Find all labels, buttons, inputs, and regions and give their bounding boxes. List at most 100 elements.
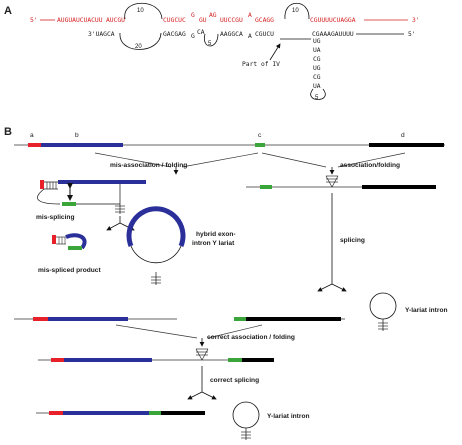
hairpin-pair-2: UA: [313, 47, 321, 54]
hairpin-pair-5: CG: [313, 74, 321, 81]
correct-split-right: [201, 391, 217, 400]
splicing-label: splicing: [340, 237, 365, 244]
loop-10-right-label: 10: [292, 8, 299, 14]
segment-d-label: d: [401, 132, 405, 139]
product-ladder: [56, 236, 66, 245]
final-exon-b: [63, 411, 149, 415]
mis-branch-hairpin: [115, 205, 125, 213]
correct-splicing-label: correct splicing: [210, 377, 259, 384]
splicing-left: [317, 283, 333, 292]
product-exon-a: [52, 235, 56, 244]
y-lariat-2-label: Y-lariat intron: [267, 413, 310, 420]
splicing-right: [331, 283, 347, 292]
exon-b: [41, 143, 123, 147]
mis-intron-loop: [37, 188, 61, 205]
row2-intron-c: [234, 317, 246, 321]
correct-converge-1: [115, 324, 198, 339]
bottom-5prime: 5': [408, 31, 416, 38]
loop-20-label: 20: [135, 44, 142, 50]
top-seq-s9: GCAGG: [255, 17, 274, 24]
loop-10-right: [284, 3, 310, 20]
row3-branch-hairpin: [195, 348, 209, 361]
hybrid-lariat-intron: [130, 245, 182, 264]
hairpin-stem: UG UA CG UG CG UA: [313, 38, 321, 90]
final-intron-c: [149, 411, 161, 415]
hybrid-lariat-exon: [126, 206, 186, 247]
product-exon-b: [65, 233, 87, 250]
loop-5-small: [204, 33, 219, 47]
bottom-seq-b7: CGAAAGAUUUU: [312, 31, 354, 38]
top-5prime: 5': [30, 17, 38, 24]
bottom-seq-b1: GACGAG: [163, 31, 186, 38]
part-iv-label: Part of IV: [242, 61, 280, 68]
mis-exon-a: [40, 180, 44, 189]
hybrid-hairpin: [151, 276, 161, 284]
hybrid-label-2: intron Y lariat: [192, 240, 235, 247]
segment-c-label: c: [258, 132, 262, 139]
row3-intron-c: [228, 358, 242, 362]
final-exon-d: [161, 411, 205, 415]
top-seq-s2: AUCGU: [106, 17, 125, 24]
y-lariat-1-circle: [369, 292, 397, 320]
loop-10-left-label: 10: [137, 8, 144, 14]
mis-splicing-label: mis-splicing: [36, 214, 74, 221]
panel-b-label: B: [4, 126, 12, 138]
converge-right-2: [337, 152, 406, 168]
exon-d: [369, 143, 444, 147]
y-lariat-2-hairpin: [241, 431, 251, 439]
assoc-exon-d: [362, 185, 436, 189]
hybrid-label-1: hybrid exon-: [196, 231, 236, 238]
top-3prime: 3': [412, 17, 420, 24]
panel-a-label: A: [4, 5, 12, 17]
bottom-seq-b3: CA: [197, 29, 205, 36]
mis-intron-c: [62, 202, 76, 206]
bottom-seq-b5: A: [248, 33, 252, 40]
top-seq-s5: GU: [199, 17, 207, 24]
row3-exon-a: [51, 358, 64, 362]
correct-split-left: [187, 391, 203, 400]
correct-assoc-label: correct association / folding: [207, 334, 295, 341]
row2-exon-d: [246, 317, 341, 321]
top-seq-s8: A: [248, 12, 252, 19]
top-seq-s7: UUCCGU: [220, 17, 243, 24]
loop-20: [119, 32, 162, 50]
bottom-3prime: 3'UAGCA: [88, 31, 115, 38]
hairpin-pair-4: UG: [313, 65, 321, 72]
segment-b-label: b: [75, 132, 79, 139]
assoc-label: association/folding: [340, 162, 400, 169]
hairpin-pair-3: CG: [313, 56, 321, 63]
bottom-seq-b6: CGUCU: [255, 31, 274, 38]
hairpin-pair-1: UG: [313, 38, 321, 45]
intron-c: [255, 143, 265, 147]
row2-exon-a: [33, 317, 48, 321]
row2-exon-b: [48, 317, 128, 321]
hairpin-loop: [310, 88, 326, 100]
y-lariat-1-label: Y-lariat intron: [405, 307, 448, 314]
row3-exon-d: [242, 358, 274, 362]
assoc-branch-hairpin: [325, 175, 339, 188]
converge-left-2: [181, 152, 259, 168]
top-seq-s4: G: [191, 12, 195, 19]
y-lariat-2-circle: [232, 401, 260, 429]
converge-right-1: [261, 152, 327, 168]
bottom-seq-b2: G: [191, 33, 195, 40]
product-intron-c: [68, 246, 82, 250]
y-lariat-1-hairpin: [378, 322, 388, 330]
mis-exon-b: [58, 180, 146, 184]
bottom-seq-b4: AAGGCA: [220, 31, 243, 38]
row3-exon-b: [64, 358, 152, 362]
mis-product-label: mis-spliced product: [38, 267, 101, 274]
mis-split-left: [106, 222, 121, 231]
mis-assoc-label: mis-association / folding: [110, 162, 187, 169]
top-seq-s1: AUGUAUCUACUU: [57, 17, 103, 24]
converge-left-1: [94, 152, 172, 168]
loop-10-left: [124, 2, 163, 20]
assoc-intron-c: [260, 185, 272, 189]
exon-a: [28, 143, 41, 147]
top-seq-s10: CGUUUUCUAGGA: [310, 17, 356, 24]
final-exon-a: [49, 411, 63, 415]
top-seq-s3: CUGCUC: [163, 17, 186, 24]
part-iv-arrow: [269, 43, 281, 61]
segment-a-label: a: [30, 132, 34, 139]
